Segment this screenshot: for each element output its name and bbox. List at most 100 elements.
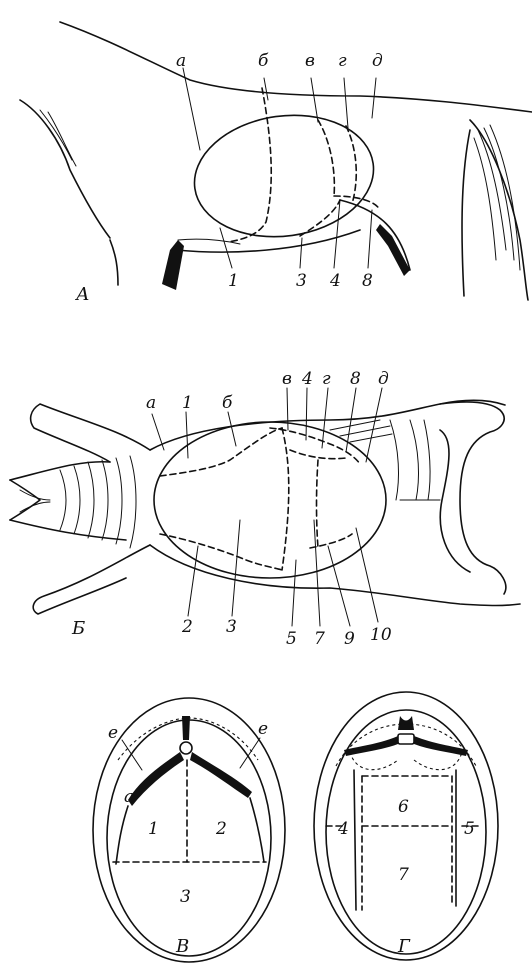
leader-b-7 — [313, 519, 321, 627]
trunk-outline-top — [149, 399, 506, 451]
label-b-letter-g: г — [322, 369, 331, 389]
forelimb-upper — [29, 403, 151, 463]
hind-leg-outline — [461, 129, 471, 297]
neck-line — [19, 99, 111, 239]
panel-b-dorsal-view: а 1 б в 4 г 8 д 2 3 5 7 9 10 Б — [9, 369, 521, 649]
leader-b-8 — [345, 387, 357, 453]
leader-b — [263, 77, 269, 101]
g-inner-ellipse — [325, 709, 487, 955]
thorax-projection-ellipse — [193, 114, 375, 238]
panel-g-cross-section: 4 5 6 7 Г — [313, 691, 499, 961]
muzzle-lines — [19, 489, 51, 513]
label-b-number-7: 7 — [314, 629, 325, 649]
label-a-letter-a: а — [176, 51, 186, 71]
leader-b-9 — [327, 545, 351, 627]
label-b-number-10: 10 — [370, 625, 392, 645]
label-b-letter-a: а — [146, 393, 156, 413]
panel-a-lateral-view: а б в г д 1 3 4 8 А — [19, 21, 532, 305]
label-b-number-3: 3 — [226, 617, 237, 637]
label-a-number-4: 4 — [329, 271, 341, 291]
belly-outline — [175, 229, 361, 253]
leader-b-g — [321, 387, 329, 449]
line-g — [345, 125, 358, 205]
tail-outline — [469, 119, 529, 301]
dorsal-vertical-line — [315, 459, 319, 549]
g-left-vertical — [353, 769, 357, 911]
leader-3 — [299, 237, 303, 269]
g-dotted-top-arc — [335, 723, 477, 767]
g-label-6: 6 — [398, 797, 409, 817]
back-outline — [59, 21, 532, 113]
v-right-wedge — [190, 752, 252, 798]
leader-b-d — [365, 387, 383, 463]
leader-a — [182, 67, 201, 151]
label-b-number-2: 2 — [181, 617, 193, 637]
label-b-number-4: 4 — [301, 369, 313, 389]
head-left — [9, 479, 41, 521]
v-spinous — [182, 716, 190, 740]
dorsal-lobe-line-a — [159, 427, 283, 477]
leader-1 — [219, 227, 233, 269]
neck-hair — [39, 109, 77, 167]
tail-hair — [473, 124, 521, 271]
leader-b-a — [151, 413, 165, 451]
thorax-dorsal-ellipse — [153, 421, 387, 579]
leader-b-b — [227, 411, 237, 447]
hind-inner — [439, 429, 471, 573]
g-label-5: 5 — [464, 819, 475, 839]
v-left-lung-line — [115, 805, 129, 865]
leader-b-2 — [187, 545, 199, 617]
leader-b-4 — [305, 387, 308, 441]
label-b-letter-d: д — [378, 369, 389, 389]
v-label-3: 3 — [180, 887, 191, 907]
trunk-outline-bottom — [149, 544, 521, 607]
label-b-number-1: 1 — [182, 393, 193, 413]
label-a-number-3: 3 — [296, 271, 307, 291]
belly-shade-left — [162, 240, 184, 290]
line-v — [317, 119, 336, 197]
dorsal-mid-line — [281, 427, 290, 571]
panel-label-g: Г — [397, 936, 411, 957]
line-3 — [299, 199, 341, 237]
label-a-letter-g: г — [338, 51, 347, 71]
g-label-7: 7 — [398, 865, 409, 885]
g-vertebra — [397, 733, 415, 745]
label-a-letter-v: в — [305, 51, 315, 71]
pelvis-folds — [389, 419, 431, 501]
label-a-letter-b: б — [258, 51, 269, 71]
panel-label-v: В — [175, 936, 189, 957]
g-top-notch — [398, 716, 414, 730]
v-label-e-right: е — [258, 719, 268, 739]
label-b-number-5: 5 — [286, 629, 297, 649]
v-right-lung-line — [249, 797, 265, 863]
leader-b-10 — [355, 527, 379, 623]
line-b — [227, 87, 272, 243]
label-b-letter-b: б — [222, 393, 233, 413]
g-dotted-left-lobe — [349, 751, 399, 771]
v-label-2: 2 — [215, 819, 227, 839]
leader-d — [371, 77, 377, 119]
leader-v — [310, 77, 319, 123]
g-left-wing — [344, 736, 398, 756]
leader-b-5 — [291, 559, 297, 627]
leader-b-1 — [185, 411, 189, 459]
v-left-wedge — [128, 752, 184, 806]
v-outer-ellipse — [92, 697, 286, 963]
v-inner-ellipse — [106, 719, 272, 957]
hind-upper — [439, 401, 507, 595]
label-a-number-1: 1 — [228, 271, 239, 291]
leader-b-v — [286, 387, 289, 431]
v-label-e-left: е — [108, 723, 118, 743]
panel-v-cross-section: е е а 1 2 3 В — [92, 697, 286, 963]
g-dotted-right-lobe — [413, 751, 463, 771]
neck-left — [9, 460, 127, 541]
dorsal-top-curve — [269, 427, 361, 465]
flank-hatch-top — [329, 419, 393, 443]
v-leader-e-left — [121, 739, 143, 771]
neck-folds — [59, 455, 137, 549]
forelimb-lower — [32, 544, 151, 615]
leader-b-3 — [231, 519, 241, 617]
label-b-number-9: 9 — [344, 629, 355, 649]
